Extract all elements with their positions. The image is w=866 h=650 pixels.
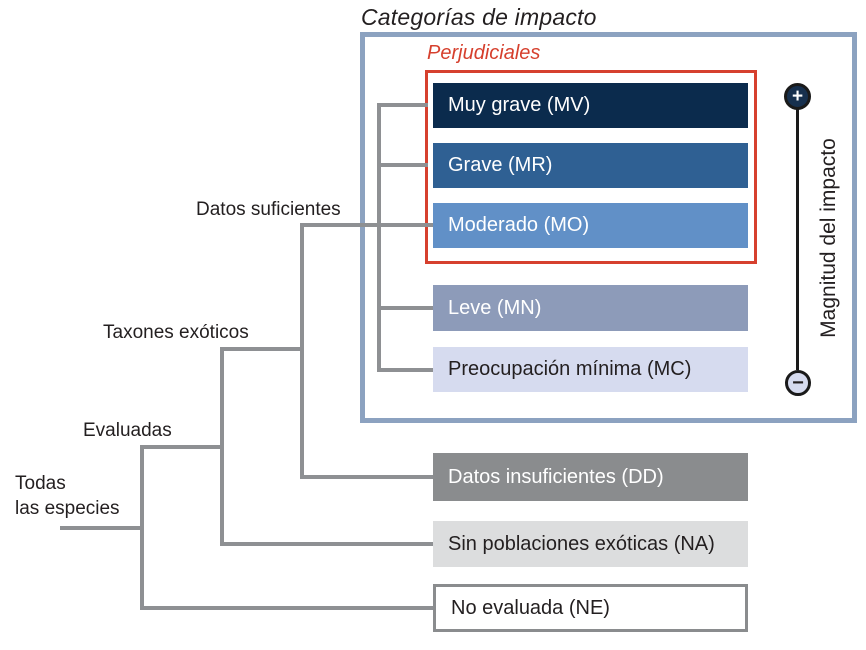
plus-symbol: + <box>791 86 804 107</box>
tree-line-arm-taxones <box>220 347 304 351</box>
category-bar-label: Grave (MR) <box>448 154 553 176</box>
tree-node-taxones-exoticos: Taxones exóticos <box>103 322 249 343</box>
category-bar-mv: Muy grave (MV) <box>433 83 748 128</box>
magnitude-axis-label: Magnitud del impacto <box>817 138 840 338</box>
root-label-line2: las especies <box>15 498 120 519</box>
category-bar-label: Sin poblaciones exóticas (NA) <box>448 532 715 555</box>
tree-line-stub-mn <box>377 306 433 310</box>
minus-symbol: − <box>792 372 804 394</box>
tree-line-stub-mc <box>377 368 433 372</box>
category-bar-label: Muy grave (MV) <box>448 94 591 116</box>
magnitude-axis-line <box>796 97 799 370</box>
plus-icon: + <box>784 83 811 110</box>
category-bar-label: Leve (MN) <box>448 296 542 319</box>
harmful-group-box <box>425 70 757 264</box>
tree-line-arm-evaluadas <box>140 445 224 449</box>
minus-icon: − <box>785 370 811 396</box>
root-label-line1: Todas <box>15 473 66 494</box>
tree-node-evaluadas: Evaluadas <box>83 420 172 441</box>
category-bar-na: Sin poblaciones exóticas (NA) <box>433 521 748 567</box>
harmful-group-label: Perjudiciales <box>427 42 541 64</box>
category-bar-mr: Grave (MR) <box>433 143 748 188</box>
category-bar-dd: Datos insuficientes (DD) <box>433 453 748 501</box>
category-bar-label: Moderado (MO) <box>448 214 590 236</box>
impact-categories-panel <box>360 32 857 423</box>
category-bar-mc: Preocupación mínima (MC) <box>433 347 748 392</box>
tree-line-arm-dd <box>300 475 433 479</box>
tree-line-root <box>60 526 144 530</box>
tree-line-arm-ne <box>140 606 433 610</box>
category-bar-label: Datos insuficientes (DD) <box>448 465 664 488</box>
category-bar-mo: Moderado (MO) <box>433 203 748 248</box>
diagram-title: Categorías de impacto <box>361 4 597 30</box>
category-bar-label: No evaluada (NE) <box>451 596 610 619</box>
tree-node-todas-las-especies: Todas las especies <box>15 471 120 521</box>
tree-line-category-spine <box>377 103 381 372</box>
tree-node-datos-suficientes: Datos suficientes <box>196 199 341 220</box>
tree-line-stub-mr <box>377 163 428 167</box>
tree-line-arm-na <box>220 542 433 546</box>
category-bar-ne: No evaluada (NE) <box>433 584 748 632</box>
category-bar-label: Preocupación mínima (MC) <box>448 358 692 380</box>
tree-line-arm-datos-suficientes <box>300 223 433 227</box>
category-bar-mn: Leve (MN) <box>433 285 748 331</box>
tree-line-spine-datos <box>300 223 304 479</box>
tree-line-stub-mv <box>377 103 428 107</box>
